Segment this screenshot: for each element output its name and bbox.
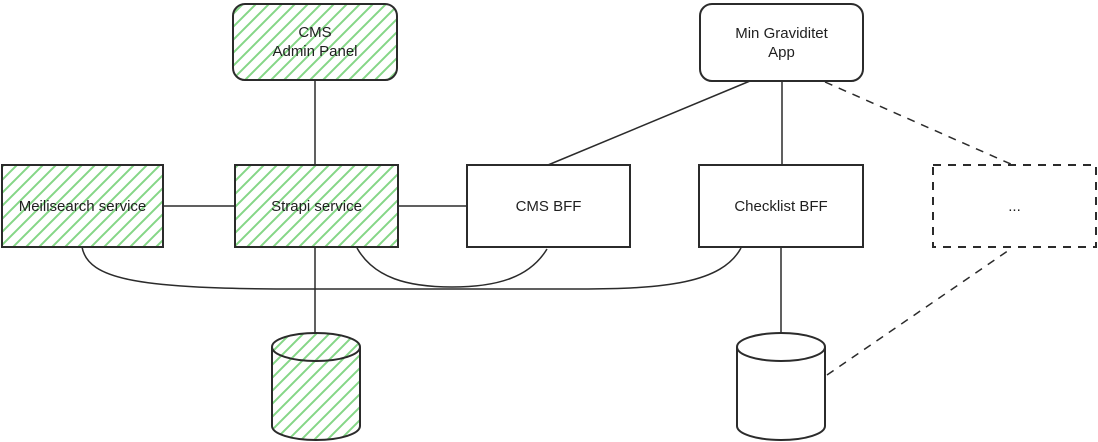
edge-app-to-cms-bff <box>547 80 751 166</box>
cms-admin-panel-node <box>232 3 398 81</box>
strapi-service-node <box>234 164 399 248</box>
edge-app-to-future-dashed <box>824 81 1014 166</box>
meilisearch-service-node <box>1 164 164 248</box>
checklist-database-cylinder <box>736 332 826 441</box>
edge-meilisearch-to-checklist-bff-curve <box>81 246 742 290</box>
cms-bff-node <box>466 164 631 248</box>
future-placeholder-node <box>932 164 1097 248</box>
min-graviditet-app-node <box>699 3 864 82</box>
checklist-bff-node <box>698 164 864 248</box>
edge-database-to-future-dashed <box>826 247 1013 376</box>
edge-strapi-to-cms-bff-curve <box>356 247 548 288</box>
strapi-database-cylinder <box>271 332 361 441</box>
